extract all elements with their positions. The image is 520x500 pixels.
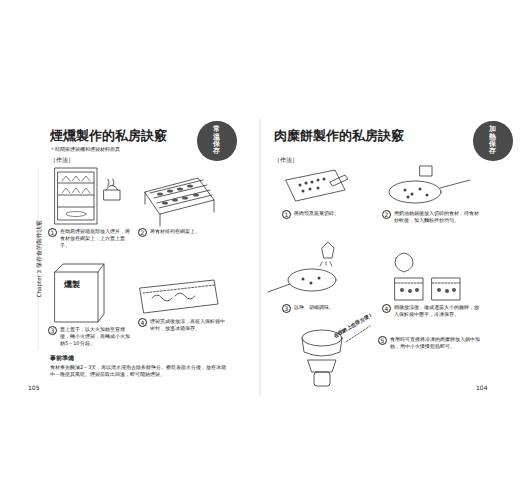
storage-badge: 加熱保存 [473,121,512,160]
page-title: 煙燻製作的私房訣竅 [50,128,200,145]
step-number: 4 [138,318,148,328]
node-text: 4 [141,320,145,326]
step-caption: 用奶油熱鍋後放入切碎的食材，待食材炒軟後，加入麵粉拌炒均勻。 [394,210,479,224]
step-number: 2 [138,228,148,238]
step-number: 2 [382,210,392,220]
step-number: 3 [48,326,58,336]
page-number: 105 [28,384,58,392]
step-number: 1 [282,210,292,220]
chapter-tab: Chapter 3 保存食的製作訣竅 [36,179,43,339]
section-heading: 事前準備 [50,354,110,362]
step-number: 4 [382,304,392,314]
section-label: ［作法］ [50,156,110,164]
node-text: 1 [51,230,55,236]
step-number: 5 [378,336,388,346]
step-caption: 將食材排列在網架上。 [150,228,225,235]
node-text: 2 [385,212,389,218]
step-caption: 稍微放涼後，做成適當大小的圓餅，放入保鮮袋中壓平，冷凍保存。 [394,304,479,318]
node-text: 3 [51,328,55,334]
note: ＊時間依燻製機和燻製材料而異 [50,146,200,153]
step-number: 1 [48,228,58,238]
page-title: 肉糜餅製作的私房訣竅 [274,128,444,145]
node-text: 4 [385,306,389,312]
node-text: 3 [285,306,289,312]
callout-text: 在收納上也很方便！ [332,303,387,339]
step-caption: 在簡易燻製箱底部放入燻片，將食材放在網架上，上方蓋上蓋子。 [60,228,130,248]
storage-badge: 常溫保存 [197,121,236,160]
step-number: 3 [282,304,292,314]
page-number: 104 [476,384,506,392]
node-text: 加熱保存 [486,126,500,156]
box-label: 燻製 [64,280,94,291]
step-caption: 蓋上蓋子，以大火加熱至冒煙後，轉小火燻製，再轉成小火加熱5～10分鐘。 [60,326,132,346]
node-text: 2 [141,230,145,236]
step-caption: 以鹽、胡椒調味。 [294,304,364,311]
section-label: ［作法］ [274,156,334,164]
step-caption: 燻製完成後放涼，再裝入保鮮袋中密封，放進冰箱保存。 [150,318,225,332]
step-caption: 將肉類及蔬菜切碎。 [294,210,364,217]
paragraph: 食材事先醃漬2～3天，再以清水浸泡去除多餘鹽分。擦乾表面水分後，放在冰箱中一晚使… [50,364,230,378]
node-text: 5 [381,338,385,344]
node-text: 常溫保存 [210,126,224,156]
node-text: 1 [285,212,289,218]
step-caption: 食用時可直接將冷凍的肉糜餅放入鍋中加熱，用中小火慢慢煎熟即可。 [390,336,480,350]
